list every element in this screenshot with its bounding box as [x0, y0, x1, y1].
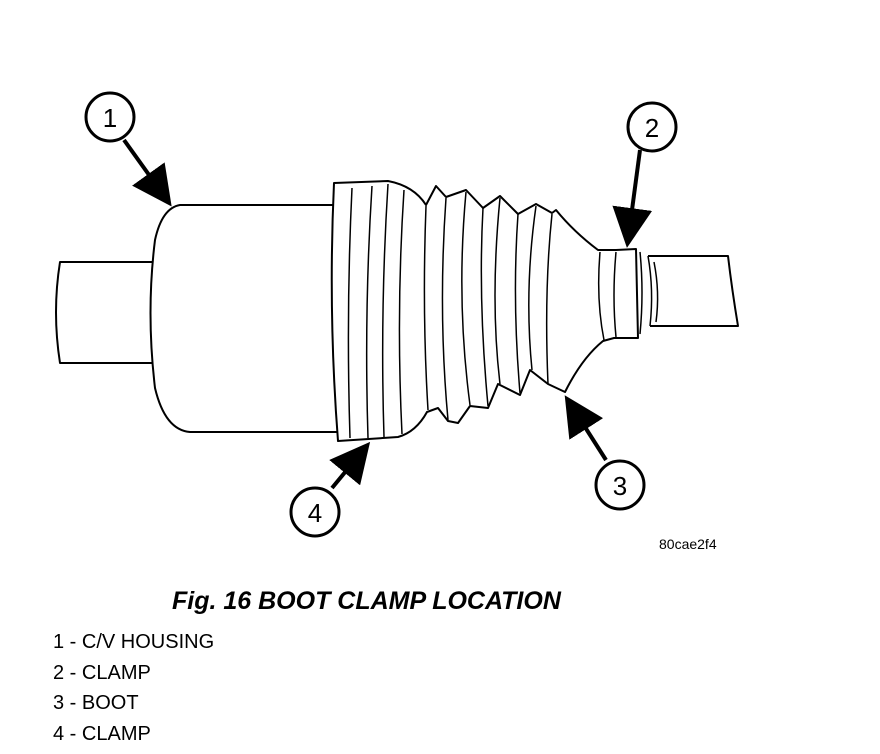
callout-4-arrow [329, 441, 371, 490]
callout-1-number: 1 [103, 103, 117, 133]
figure-id-code: 80cae2f4 [659, 536, 717, 552]
legend-item: 1 - C/V HOUSING [53, 631, 215, 653]
legend-number: 2 [53, 661, 65, 684]
cv-joint-drawing: 1 2 3 4 [55, 91, 739, 538]
legend-list: 1 - C/V HOUSING 2 - CLAMP 3 - BOOT 4 - C… [53, 630, 214, 752]
callout-1-arrow [122, 138, 172, 207]
boot [330, 180, 639, 442]
cv-housing [149, 204, 338, 433]
boot-clamp-illustration: 1 2 3 4 [55, 91, 739, 538]
figure-caption: Fig. 16 BOOT CLAMP LOCATION [172, 587, 561, 615]
callout-3-circle [594, 459, 646, 511]
legend-number: 3 [53, 692, 65, 714]
callout-2-arrow [612, 149, 653, 248]
legend-item: 2 - CLAMP [53, 661, 151, 684]
legend-item: 4 - CLAMP [53, 722, 151, 745]
callout-3-number: 3 [613, 471, 627, 501]
legend-label: CLAMP [81, 661, 151, 684]
callout-4-circle [289, 486, 341, 538]
right-shaft [648, 255, 739, 327]
legend-number: 4 [53, 722, 65, 745]
callout-2-number: 2 [645, 113, 659, 143]
legend-number: 1 [53, 631, 65, 653]
callout-2-circle [626, 101, 678, 153]
legend-label: CLAMP [81, 722, 151, 745]
legend-label: C/V HOUSING [81, 631, 215, 653]
callout-4-number: 4 [308, 498, 322, 528]
legend-item: 3 - BOOT [53, 692, 139, 714]
left-shaft [55, 261, 152, 364]
legend-label: BOOT [81, 692, 139, 714]
callout-3-arrow [564, 395, 608, 462]
boot-ridges [347, 183, 659, 439]
callout-1-circle [84, 91, 136, 143]
